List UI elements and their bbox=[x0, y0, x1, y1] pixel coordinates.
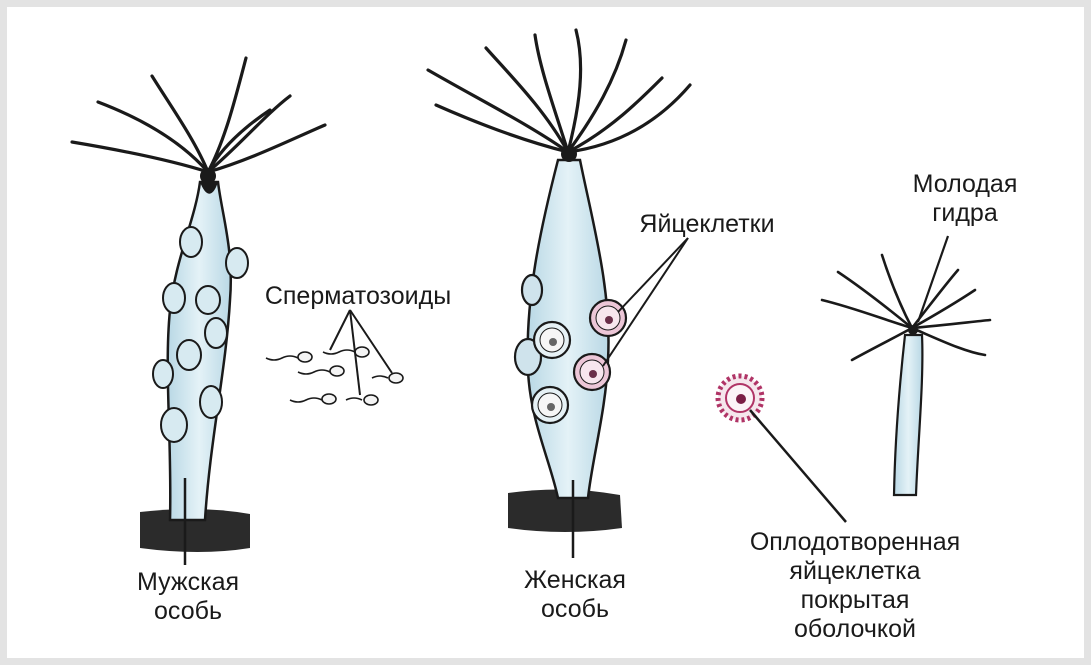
male-label-line1: Мужская bbox=[108, 568, 268, 597]
young-hydra-label-line1: Молодая bbox=[885, 170, 1045, 199]
male-label-line2: особь bbox=[108, 597, 268, 626]
fertilized-egg bbox=[718, 376, 846, 522]
young-hydra bbox=[822, 236, 990, 495]
sperm-label: Сперматозоиды bbox=[248, 282, 468, 311]
eggs-label: Яйцеклетки bbox=[612, 210, 802, 239]
eggs-label-text: Яйцеклетки bbox=[612, 210, 802, 239]
sperm-cells bbox=[266, 347, 403, 405]
female-label-line2: особь bbox=[495, 595, 655, 624]
female-label: Женская особь bbox=[495, 566, 655, 624]
female-label-line1: Женская bbox=[495, 566, 655, 595]
zygote-label-line2: яйцеклетка bbox=[740, 557, 970, 586]
sperm-label-text: Сперматозоиды bbox=[248, 282, 468, 311]
zygote-label-line1: Оплодотворенная bbox=[740, 528, 970, 557]
zygote-label-line3: покрытая bbox=[740, 586, 970, 615]
zygote-label-line4: оболочкой bbox=[740, 615, 970, 644]
zygote-label: Оплодотворенная яйцеклетка покрытая обол… bbox=[740, 528, 970, 644]
female-tentacles bbox=[428, 30, 690, 152]
male-label: Мужская особь bbox=[108, 568, 268, 626]
young-hydra-label: Молодая гидра bbox=[885, 170, 1045, 228]
male-tentacles bbox=[72, 58, 325, 172]
young-body bbox=[894, 335, 922, 495]
male-hydra bbox=[72, 58, 325, 565]
young-hydra-label-line2: гидра bbox=[885, 199, 1045, 228]
